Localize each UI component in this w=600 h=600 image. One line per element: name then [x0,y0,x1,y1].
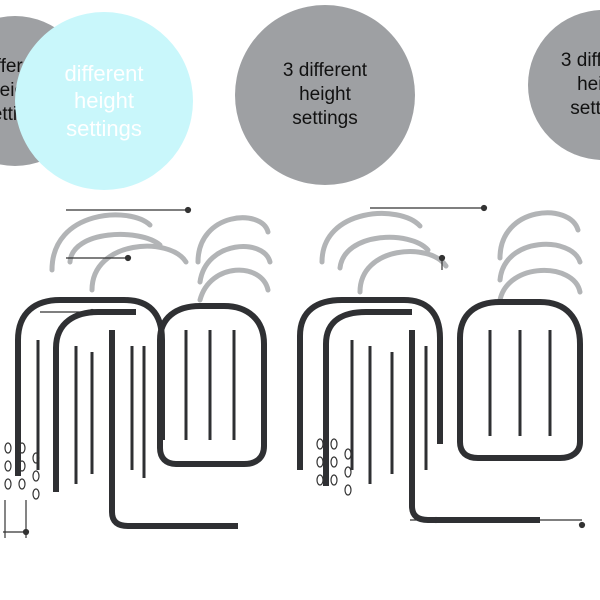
frame-right [297,297,583,523]
callout-line: settings [66,115,142,141]
adjustment-holes-right [316,438,352,496]
callout-bubble-middle: 3 different height settings [235,5,415,185]
dimension-lines [3,204,586,538]
callout-line: 3 different [560,50,600,72]
frame-right-inner [350,330,552,484]
adjustment-holes-left [4,442,40,500]
callout-line: height [299,84,351,106]
callout-bubble-highlight: different height settings [15,12,193,190]
handle-loops-left [49,212,273,303]
handle-loops-right [319,210,583,303]
callout-line: different [64,60,144,86]
callout-line: settings [570,97,600,119]
callout-line: 3 different [282,60,368,82]
callout-line: height [577,74,600,96]
frame-left-inner [36,330,236,484]
frame-left [15,297,267,529]
callout-line: settings [292,107,358,129]
callout-line: height [74,88,134,114]
